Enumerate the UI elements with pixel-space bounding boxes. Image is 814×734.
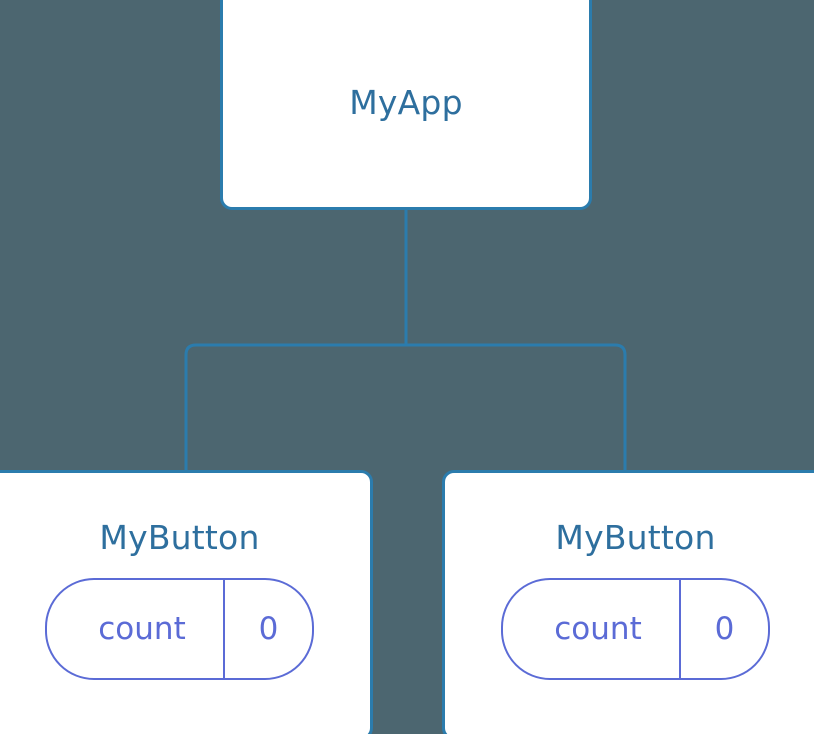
state-badge[interactable]: count 0 — [45, 578, 314, 680]
state-value-label: 0 — [679, 580, 768, 678]
child-node-0[interactable]: MyButton count 0 — [0, 470, 373, 734]
root-node[interactable]: MyApp — [220, 0, 592, 210]
connector-edge-child-0 — [184, 343, 406, 472]
connector-edge-child-1 — [406, 343, 627, 472]
state-key-label: count — [554, 610, 642, 647]
child-node-1[interactable]: MyButton count 0 — [442, 470, 814, 734]
state-key-label: count — [98, 610, 186, 647]
child-node-title: MyButton — [99, 518, 260, 557]
state-badge[interactable]: count 0 — [501, 578, 770, 680]
child-node-title: MyButton — [555, 518, 716, 557]
state-value-label: 0 — [223, 580, 312, 678]
root-node-title: MyApp — [349, 82, 463, 122]
